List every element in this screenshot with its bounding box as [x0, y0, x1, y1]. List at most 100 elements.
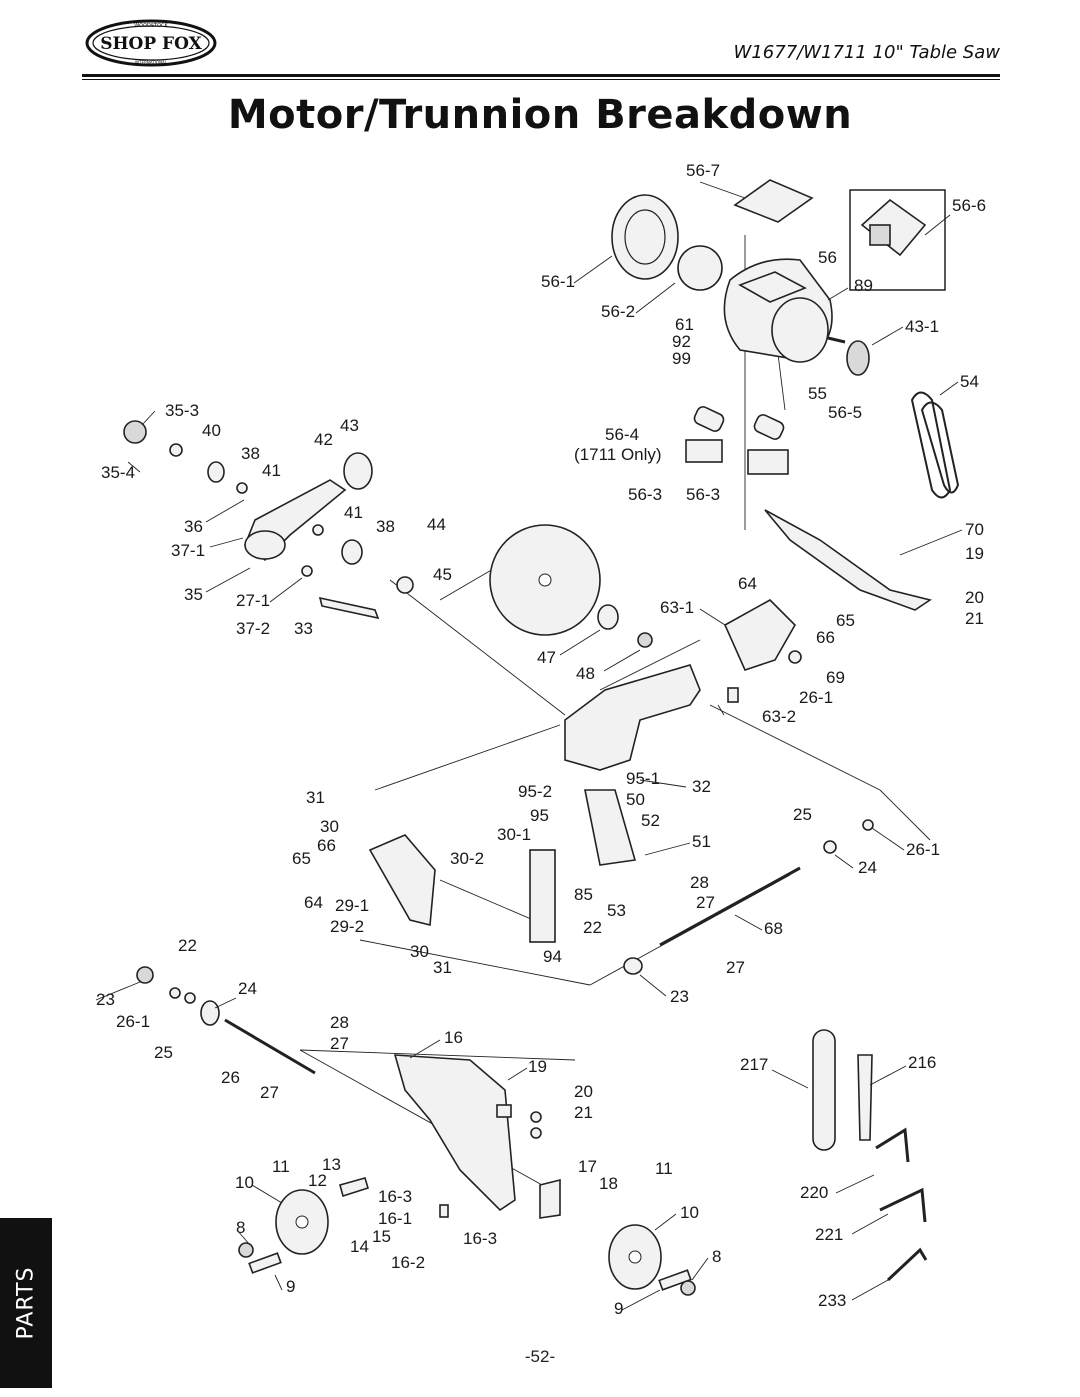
callout: 24: [858, 858, 877, 877]
callout: 28: [690, 873, 709, 892]
callout: 20: [965, 588, 984, 607]
callout: 26-1: [906, 840, 940, 859]
callout: 16-3: [378, 1187, 412, 1206]
callout: 30: [320, 817, 339, 836]
callout: 56-7: [686, 161, 720, 180]
callout: 19: [528, 1057, 547, 1076]
callout: 31: [433, 958, 452, 977]
callout: 92: [672, 332, 691, 351]
callout: 94: [543, 947, 562, 966]
callout: 27: [260, 1083, 279, 1102]
callout: 32: [692, 777, 711, 796]
callout: 54: [960, 372, 979, 391]
section-tab: PARTS: [0, 1218, 52, 1388]
shop-fox-logo: SHOP FOX WOODSTOCK INTERNATIONAL: [84, 18, 218, 68]
callout: 56-2: [601, 302, 635, 321]
callout: 11: [272, 1157, 290, 1176]
callout: 55: [808, 384, 827, 403]
callout: (1711 Only): [574, 445, 662, 464]
callout-labels: 56-7 56-6 56 89 56-1 56-2 61 92 99 43-1 …: [96, 161, 986, 1318]
callout: 26-1: [799, 688, 833, 707]
callout: 11: [655, 1159, 673, 1178]
logo-ring-bottom: INTERNATIONAL: [135, 60, 168, 65]
saw-blade: [489, 524, 653, 648]
callout: 43: [340, 416, 359, 435]
callout: 8: [236, 1218, 245, 1237]
callout: 38: [241, 444, 260, 463]
callout: 24: [238, 979, 257, 998]
callout: 8: [712, 1247, 721, 1266]
callout: 25: [793, 805, 812, 824]
callout: 65: [292, 849, 311, 868]
callout: 41: [262, 461, 281, 480]
callout: 22: [583, 918, 602, 937]
callout: 52: [641, 811, 660, 830]
callout: 66: [816, 628, 835, 647]
callout: 65: [836, 611, 855, 630]
callout: 29-1: [335, 896, 369, 915]
callout: 35: [184, 585, 203, 604]
callout: 233: [818, 1291, 846, 1310]
callout: 95: [530, 806, 549, 825]
callout: 56-6: [952, 196, 986, 215]
header-rule: [82, 74, 1000, 77]
callout: 64: [304, 893, 323, 912]
callout: 56-3: [686, 485, 720, 504]
callout: 35-4: [101, 463, 135, 482]
callout: 56-4: [605, 425, 639, 444]
callout: 16-2: [391, 1253, 425, 1272]
callout: 20: [574, 1082, 593, 1101]
logo-ring-top: WOODSTOCK: [134, 23, 168, 29]
header-rule-thin: [82, 79, 1000, 80]
callout: 221: [815, 1225, 843, 1244]
callout: 27: [696, 893, 715, 912]
callout: 37-2: [236, 619, 270, 638]
callout: 56: [818, 248, 837, 267]
callout: 13: [322, 1155, 341, 1174]
trunnion-assembly: [368, 509, 932, 975]
callout: 23: [96, 990, 115, 1009]
callout: 63-1: [660, 598, 694, 617]
callout: 85: [574, 885, 593, 904]
callout: 30: [410, 942, 429, 961]
page-number: -52-: [524, 1347, 556, 1366]
callout: 22: [178, 936, 197, 955]
callout: 26-1: [116, 1012, 150, 1031]
callout: 41: [344, 503, 363, 522]
callout: 33: [294, 619, 313, 638]
callout: 43-1: [905, 317, 939, 336]
motor-assembly: [611, 179, 960, 499]
callout: 27: [726, 958, 745, 977]
callout: 16-3: [463, 1229, 497, 1248]
callout: 64: [738, 574, 757, 593]
callout: 35-3: [165, 401, 199, 420]
callout: 12: [308, 1171, 327, 1190]
callout: 31: [306, 788, 325, 807]
callout: 10: [680, 1203, 699, 1222]
lower-trunnion-assembly: [136, 966, 696, 1296]
callout: 220: [800, 1183, 828, 1202]
callout: 28: [330, 1013, 349, 1032]
callout: 45: [433, 565, 452, 584]
callout: 56-5: [828, 403, 862, 422]
section-tab-label: PARTS: [13, 1266, 39, 1340]
callout: 69: [826, 668, 845, 687]
callout: 89: [854, 276, 873, 295]
callout: 17: [578, 1157, 597, 1176]
callout: 68: [764, 919, 783, 938]
callout: 56-3: [628, 485, 662, 504]
callout: 216: [908, 1053, 936, 1072]
callout: 50: [626, 790, 645, 809]
callout: 61: [675, 315, 694, 334]
callout: 63-2: [762, 707, 796, 726]
callout: 9: [614, 1299, 623, 1318]
callout: 29-2: [330, 917, 364, 936]
callout: 37-1: [171, 541, 205, 560]
page-title: Motor/Trunnion Breakdown: [227, 92, 853, 138]
callout: 38: [376, 517, 395, 536]
callout: 42: [314, 430, 333, 449]
callout: 15: [372, 1227, 391, 1246]
callout: 21: [574, 1103, 593, 1122]
callout: 95-2: [518, 782, 552, 801]
